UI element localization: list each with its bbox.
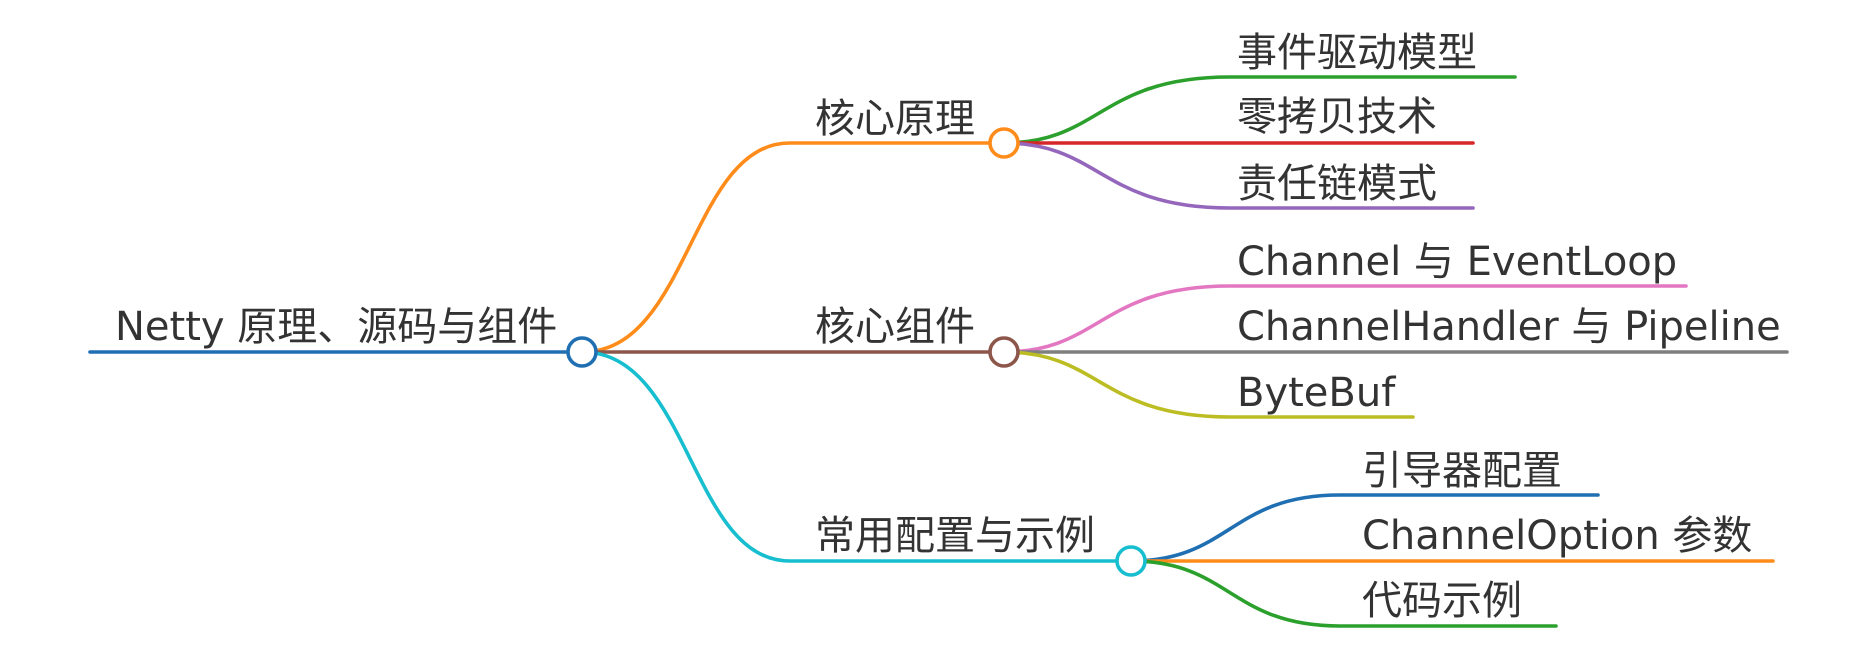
leaf-3-2-label: ChannelOption 参数: [1362, 513, 1752, 559]
edge-branch-2-to-leaf-3: [1002, 350, 1415, 419]
leaf-2-2-label: ChannelHandler 与 Pipeline: [1237, 304, 1781, 350]
branch-3-collapse-toggle[interactable]: [1115, 545, 1147, 577]
leaf-3-1-label: 引导器配置: [1362, 448, 1562, 494]
branch-1-collapse-toggle[interactable]: [988, 127, 1020, 159]
edge-branch-3-to-leaf-3: [1129, 559, 1558, 628]
branch-1-label: 核心原理: [815, 96, 975, 142]
root-label: Netty 原理、源码与组件: [115, 304, 557, 350]
root-collapse-toggle[interactable]: [566, 336, 598, 368]
leaf-1-2-label: 零拷贝技术: [1237, 94, 1437, 140]
branch-2-collapse-toggle[interactable]: [988, 336, 1020, 368]
branch-3-label: 常用配置与示例: [815, 513, 1095, 559]
leaf-3-3-label: 代码示例: [1362, 578, 1522, 624]
edge-branch-1-to-leaf-3: [1002, 141, 1475, 210]
edge-root-to-branch-1: [580, 141, 1002, 354]
edge-branch-2-to-leaf-1: [1002, 284, 1688, 354]
edge-root-to-branch-3: [580, 350, 1129, 563]
edge-branch-1-to-leaf-1: [1002, 75, 1517, 145]
branch-2-label: 核心组件: [815, 304, 975, 350]
edge-branch-3-to-leaf-1: [1129, 493, 1600, 563]
leaf-1-3-label: 责任链模式: [1237, 161, 1437, 207]
leaf-2-3-label: ByteBuf: [1237, 370, 1396, 416]
leaf-2-1-label: Channel 与 EventLoop: [1237, 239, 1677, 285]
leaf-1-1-label: 事件驱动模型: [1237, 30, 1477, 76]
